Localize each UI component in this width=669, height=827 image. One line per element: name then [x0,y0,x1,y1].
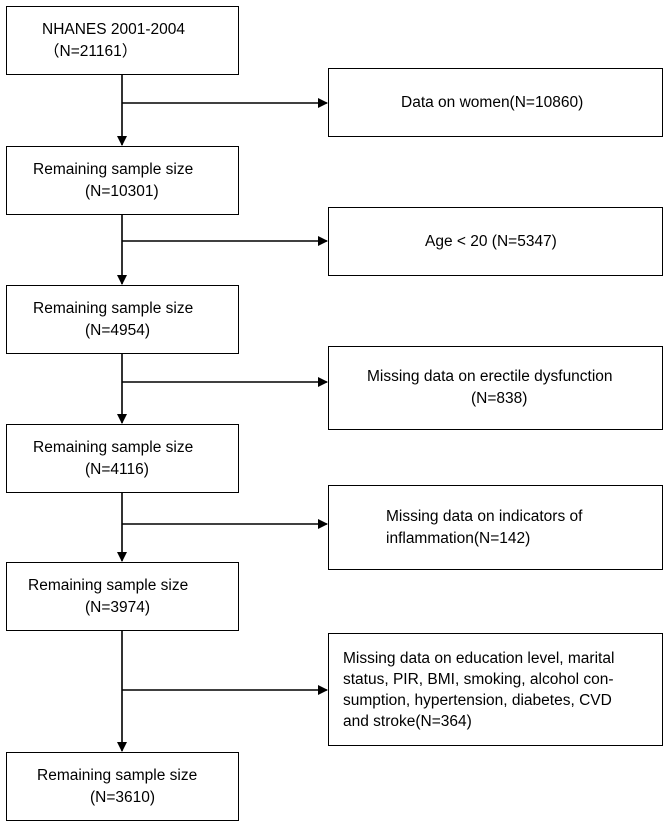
exclusion-text: and stroke(N=364) [343,712,472,730]
box-remaining-count: (N=3974) [85,598,151,616]
box-final-count: (N=3610) [90,788,156,806]
exclusion-text: Missing data on indicators of [386,507,583,525]
exclusion-count: (N=838) [471,390,528,407]
box-remaining-label: Remaining sample size [33,438,194,456]
box-start-count: （N=21161） [44,42,138,60]
box-remaining-label: Remaining sample size [33,299,194,317]
box-remaining-count: (N=4116) [85,460,149,478]
exclusion-text: Missing data on education level, marital [343,649,615,667]
box-exclusion-inflammation: Missing data on indicators of inflammati… [328,485,663,570]
exclusion-text: sumption, hypertension, diabetes, CVD [343,691,612,709]
box-remaining-2: Remaining sample size (N=4954) [6,285,239,354]
exclusion-text: status, PIR, BMI, smoking, alcohol con- [343,670,614,688]
box-start-population: NHANES 2001-2004 （N=21161） [6,6,239,75]
box-exclusion-women: Data on women(N=10860) [328,68,663,137]
exclusion-text: Missing data on erectile dysfunction [367,368,613,385]
box-remaining-label: Remaining sample size [33,160,194,178]
box-remaining-label: Remaining sample size [28,576,189,594]
exclusion-text: Age < 20 (N=5347) [425,232,557,250]
box-exclusion-age: Age < 20 (N=5347) [328,207,663,276]
box-final-label: Remaining sample size [37,766,198,784]
box-remaining-count: (N=4954) [85,321,151,339]
box-start-title: NHANES 2001-2004 [42,20,186,38]
box-remaining-1: Remaining sample size (N=10301) [6,146,239,215]
box-exclusion-covariates: Missing data on education level, marital… [328,633,663,746]
box-remaining-4: Remaining sample size (N=3974) [6,562,239,631]
exclusion-text: inflammation(N=142) [386,529,531,547]
box-remaining-3: Remaining sample size (N=4116) [6,424,239,493]
box-exclusion-erectile-dysfunction: Missing data on erectile dysfunction (N=… [328,346,663,430]
box-remaining-count: (N=10301) [85,182,159,200]
box-final-sample: Remaining sample size (N=3610) [6,752,239,821]
exclusion-text: Data on women(N=10860) [401,93,584,111]
